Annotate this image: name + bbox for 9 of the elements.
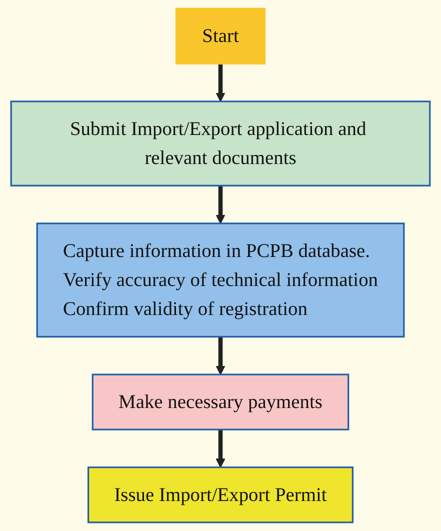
node-box: Issue Import/Export Permit xyxy=(88,466,354,524)
node-box: Capture information in PCPB database. Verify accuracy of technical information Confirm validity of registration xyxy=(36,222,405,338)
node-box: Submit Import/Export application and relevant documents xyxy=(10,100,431,186)
arrow xyxy=(216,186,226,224)
node-box: Start xyxy=(175,8,266,64)
arrow xyxy=(216,336,226,375)
arrow xyxy=(216,64,226,102)
node-box: Make necessary payments xyxy=(92,374,350,430)
arrow xyxy=(216,430,226,468)
